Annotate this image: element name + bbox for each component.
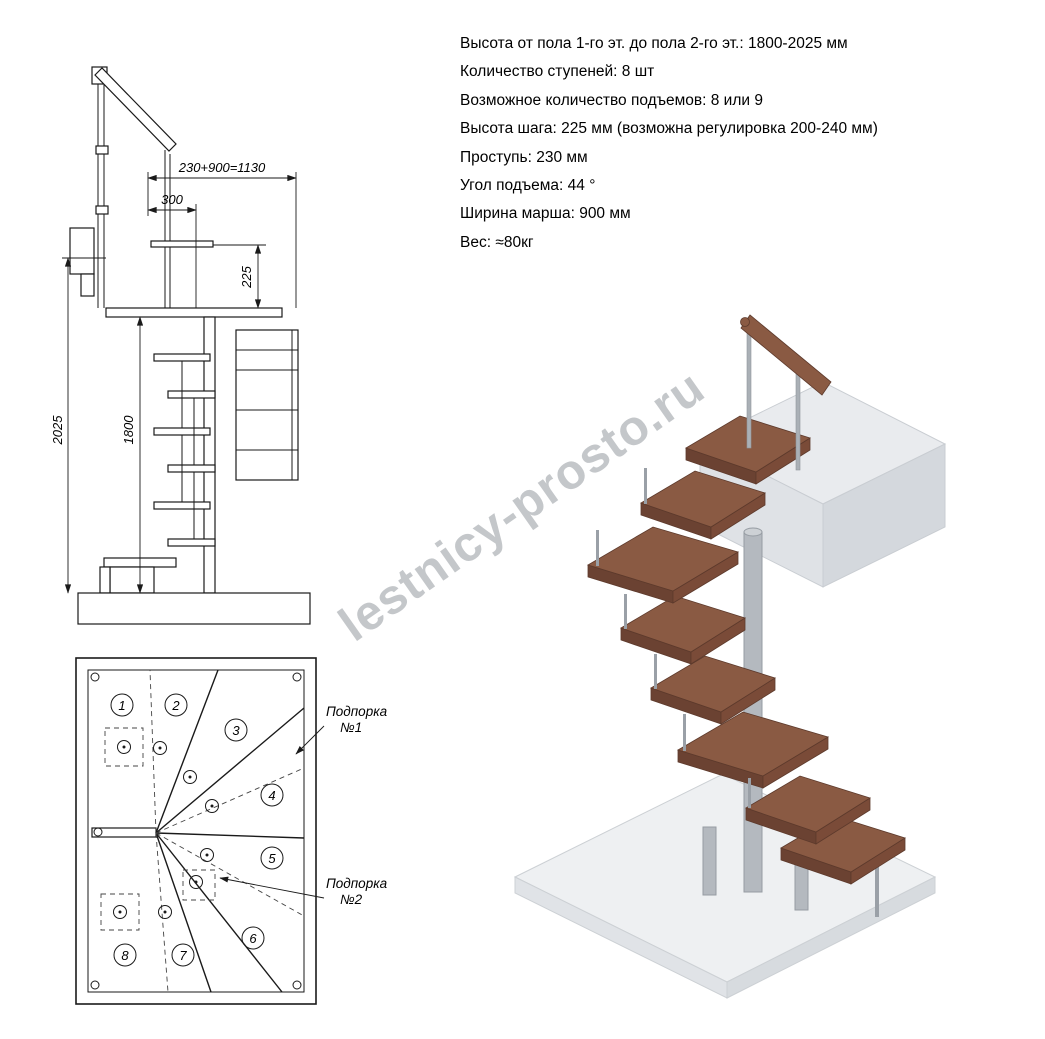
elevation-drawing: 230+900=1130 300 225 2025 1800: [50, 66, 311, 625]
support-2-label-line-2: №2: [340, 892, 363, 907]
plan-step-numbers: 1 2 3 4 5 6 7 8: [110, 693, 284, 967]
railing: [740, 314, 832, 471]
plan-step-lines: [91, 669, 305, 993]
plan-drawing: 1 2 3 4 5 6 7 8 Подпорка №1 Подпорка №2: [75, 657, 388, 1005]
staircase-3d-render: [513, 314, 947, 999]
upper-landing: [698, 381, 947, 588]
handrail: [740, 314, 832, 396]
dim-total-width: 230+900=1130: [178, 160, 266, 175]
step-number-5: 5: [268, 851, 276, 866]
spec-line-rises: Возможное количество подъемов: 8 или 9: [460, 91, 763, 109]
dim-entry-depth: 300: [161, 192, 183, 207]
handrail-assembly: [91, 66, 177, 308]
support-annotations: Подпорка №1 Подпорка №2: [219, 704, 388, 907]
support-1-label-line-2: №1: [340, 720, 362, 735]
spec-line-step-count: Количество ступеней: 8 шт: [460, 63, 655, 81]
step-number-7: 7: [179, 948, 187, 963]
dim-total-height: 2025: [50, 415, 65, 446]
dimensions: 230+900=1130 300 225 2025 1800: [50, 160, 297, 594]
dim-flight-height: 1800: [121, 415, 136, 445]
baluster-rods: [596, 468, 751, 808]
step-number-2: 2: [171, 698, 180, 713]
steps: [587, 415, 906, 885]
central-column: [743, 527, 763, 893]
spec-line-width: Ширина марша: 900 мм: [460, 205, 631, 223]
step-number-1: 1: [118, 698, 125, 713]
base-platform: [513, 773, 937, 999]
specifications: Высота от пола 1-го эт. до пола 2-го эт.…: [460, 30, 1035, 257]
plan-post-circles: [113, 740, 219, 919]
step-number-3: 3: [232, 723, 240, 738]
spec-line-height: Высота от пола 1-го эт. до пола 2-го эт.…: [460, 35, 848, 52]
support-1-label-line-1: Подпорка: [326, 704, 388, 719]
spec-line-angle: Угол подъема: 44 °: [460, 177, 596, 195]
stair-structure: [77, 240, 311, 625]
step-number-4: 4: [268, 788, 275, 803]
dim-step-height: 225: [239, 265, 254, 288]
support-2-label-line-1: Подпорка: [326, 876, 388, 891]
spec-line-rise-height: Высота шага: 225 мм (возможна регулировк…: [460, 120, 878, 138]
step-number-8: 8: [121, 948, 129, 963]
spec-line-weight: Вес: ≈80кг: [460, 233, 534, 251]
wall-bracket: [69, 227, 95, 297]
spec-line-tread: Проступь: 230 мм: [460, 148, 588, 166]
step-number-6: 6: [249, 931, 257, 946]
